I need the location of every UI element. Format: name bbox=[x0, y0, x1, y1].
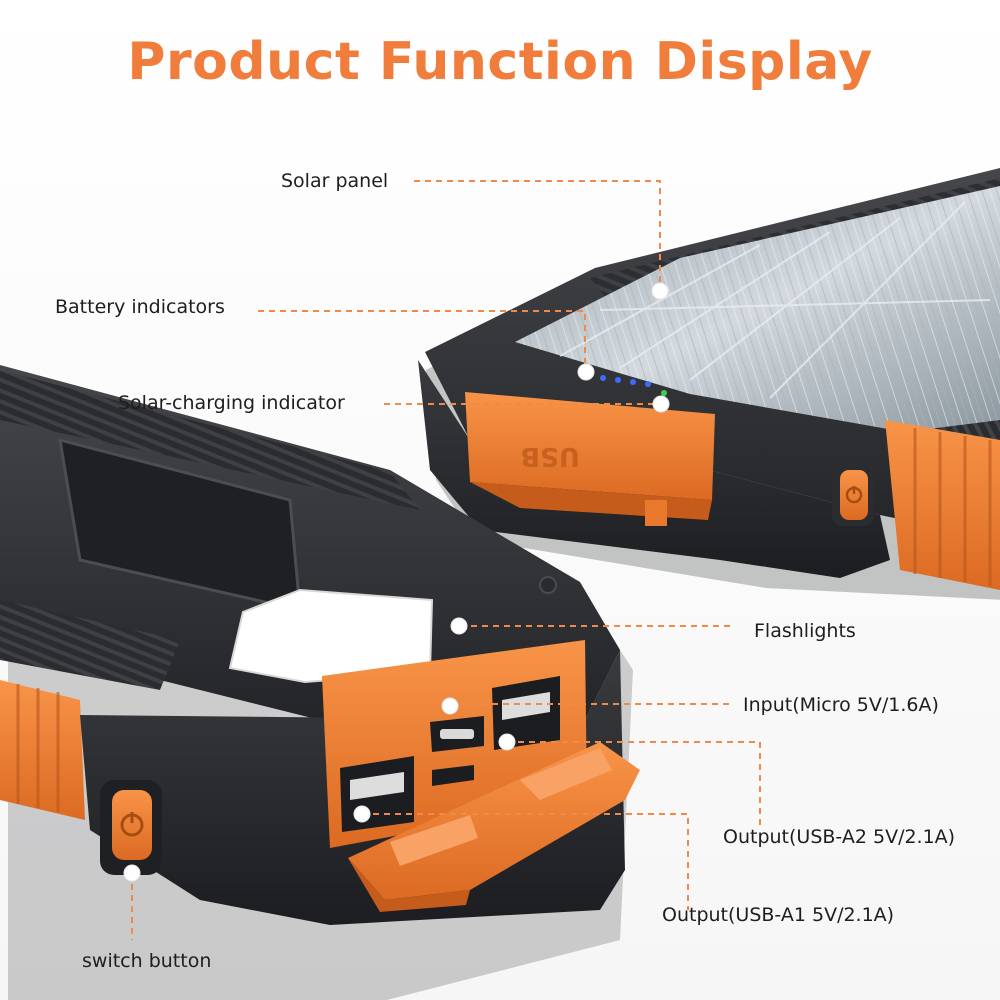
dot-output-a2 bbox=[498, 733, 516, 751]
label-switch-button: switch button bbox=[82, 950, 212, 972]
usb-marking: USB bbox=[520, 441, 580, 471]
upper-switch-button bbox=[840, 470, 868, 520]
battery-indicator-leds bbox=[600, 375, 651, 387]
lower-switch-button bbox=[112, 790, 152, 860]
label-flashlights: Flashlights bbox=[754, 620, 856, 642]
label-output-a1: Output(USB-A1 5V/2.1A) bbox=[662, 904, 895, 926]
leader-output-a1 bbox=[362, 813, 689, 910]
leader-output-a2 bbox=[507, 741, 761, 830]
label-output-a2: Output(USB-A2 5V/2.1A) bbox=[723, 826, 956, 848]
dot-solar-panel bbox=[651, 282, 669, 300]
usb-cover-upper bbox=[465, 392, 715, 500]
dot-flashlights bbox=[450, 617, 468, 635]
dot-switch-button bbox=[123, 864, 141, 882]
label-battery-indicators: Battery indicators bbox=[55, 296, 225, 318]
page-title: Product Function Display bbox=[127, 32, 873, 92]
dot-output-a1 bbox=[353, 805, 371, 823]
solar-charge-led bbox=[661, 390, 667, 396]
leader-battery-indicators bbox=[258, 310, 586, 370]
dot-battery-indicators bbox=[577, 363, 595, 381]
dot-input bbox=[441, 697, 459, 715]
leader-solar-panel bbox=[414, 180, 661, 290]
device-upper-right: USB bbox=[418, 168, 1000, 600]
label-solar-panel: Solar panel bbox=[281, 170, 389, 192]
dot-solar-charging-indicator bbox=[652, 395, 670, 413]
label-input: Input(Micro 5V/1.6A) bbox=[743, 694, 939, 716]
callout-dots bbox=[123, 282, 670, 882]
label-solar-charging-indicator: Solar-charging indicator bbox=[118, 392, 345, 414]
